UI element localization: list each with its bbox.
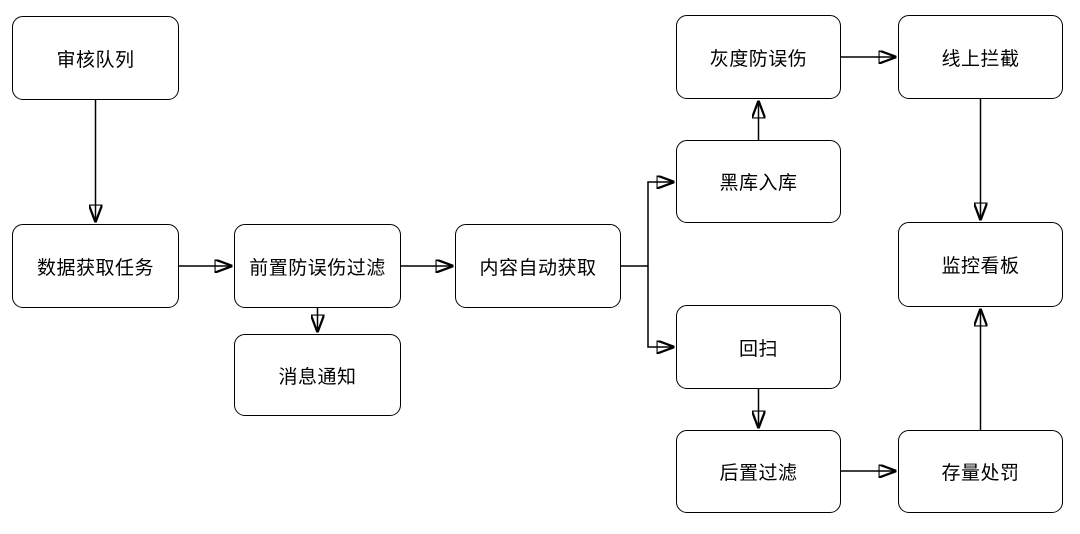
node-content-auto-fetch: 内容自动获取: [455, 224, 621, 308]
node-gray-false-positive-guard: 灰度防误伤: [676, 15, 841, 99]
node-rescan: 回扫: [676, 305, 841, 389]
edge-content-auto-fetch-to-blacklist-ingest: [621, 182, 673, 267]
node-blacklist-ingest: 黑库入库: [676, 140, 841, 223]
node-review-queue: 审核队列: [12, 16, 179, 100]
node-message-notification: 消息通知: [234, 334, 401, 416]
node-stock-penalty: 存量处罚: [898, 430, 1063, 513]
node-data-fetch-task: 数据获取任务: [12, 224, 179, 308]
node-post-filter: 后置过滤: [676, 430, 841, 513]
edge-content-auto-fetch-to-rescan: [647, 266, 673, 347]
node-monitoring-dashboard: 监控看板: [898, 222, 1063, 307]
node-pre-false-positive-filter: 前置防误伤过滤: [234, 224, 401, 308]
node-online-interception: 线上拦截: [898, 15, 1063, 99]
